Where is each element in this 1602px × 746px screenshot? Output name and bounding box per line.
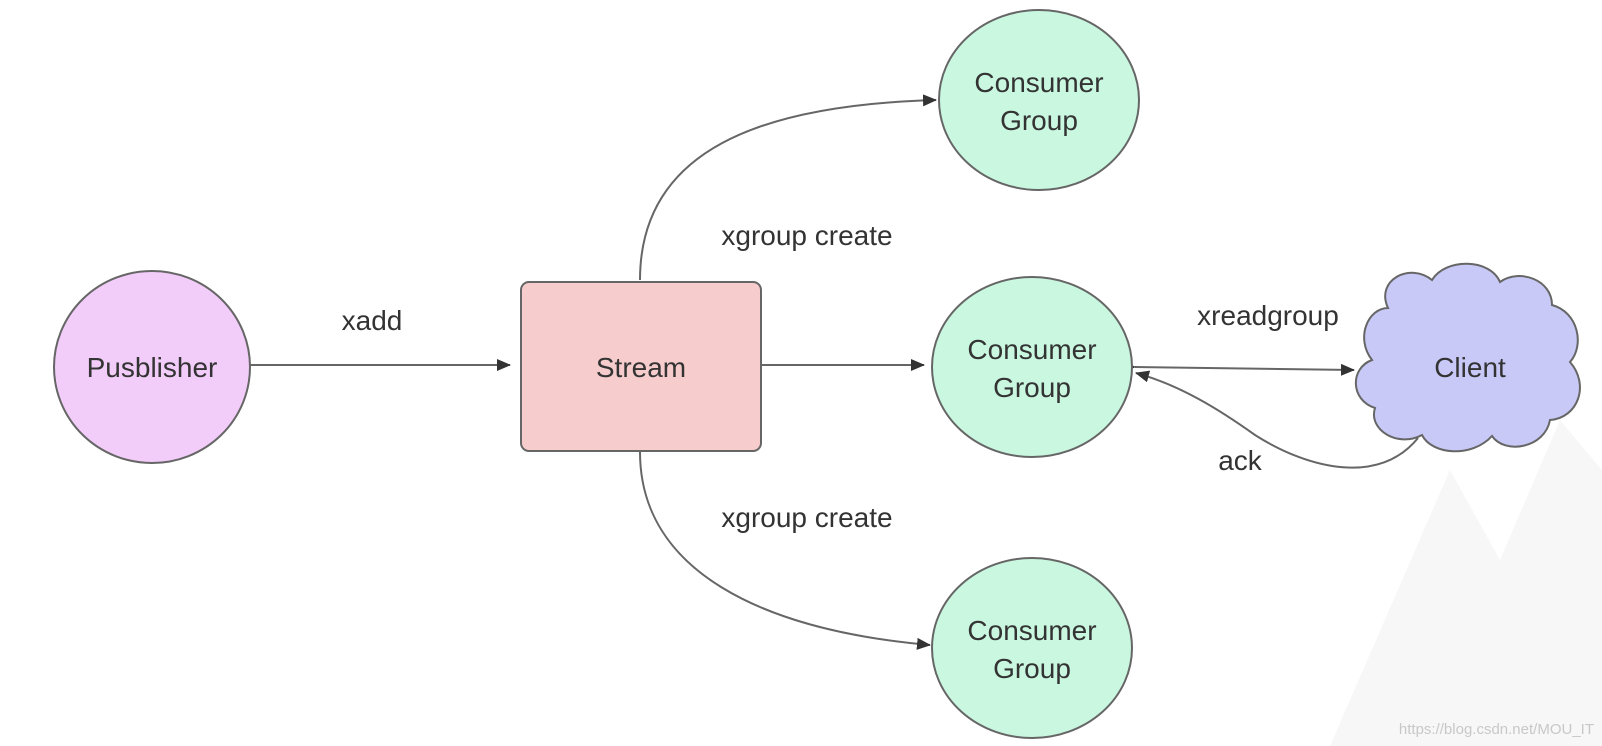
- cloud-shape: [1354, 262, 1581, 453]
- node-stream[interactable]: Stream: [520, 281, 762, 452]
- node-publisher[interactable]: Pusblisher: [53, 270, 251, 464]
- node-consumer-group-middle[interactable]: Consumer Group: [931, 276, 1133, 458]
- node-consumer-group-middle-line2: Group: [993, 372, 1071, 403]
- node-publisher-label: Pusblisher: [87, 352, 218, 383]
- edge-xreadgroup: [1121, 360, 1355, 376]
- node-consumer-group-top-line1: Consumer: [974, 67, 1103, 98]
- edge-ack: [1135, 370, 1419, 469]
- node-consumer-group-bottom-line1: Consumer: [967, 615, 1096, 646]
- watermark-shape: [1330, 420, 1602, 746]
- edge-xgroup-create-bottom: [639, 451, 931, 650]
- node-client-label: Client: [1434, 352, 1506, 383]
- watermark-text: https://blog.csdn.net/MOU_IT: [1399, 721, 1594, 738]
- node-consumer-group-top-line2: Group: [1000, 105, 1078, 136]
- node-client[interactable]: Client: [1354, 262, 1581, 453]
- node-consumer-group-bottom-line2: Group: [993, 653, 1071, 684]
- edge-label-xreadgroup: xreadgroup: [1197, 300, 1339, 331]
- edge-label-ack: ack: [1218, 445, 1263, 476]
- node-consumer-group-top[interactable]: Consumer Group: [938, 9, 1140, 191]
- node-consumer-group-bottom[interactable]: Consumer Group: [931, 557, 1133, 739]
- edge-xgroup-create-top: [639, 94, 937, 281]
- node-consumer-group-middle-line1: Consumer: [967, 334, 1096, 365]
- edge-label-xgroup-create-top: xgroup create: [721, 220, 892, 251]
- node-stream-label: Stream: [596, 352, 686, 383]
- edge-label-xadd: xadd: [342, 305, 403, 336]
- edge-label-xgroup-create-bottom: xgroup create: [721, 502, 892, 533]
